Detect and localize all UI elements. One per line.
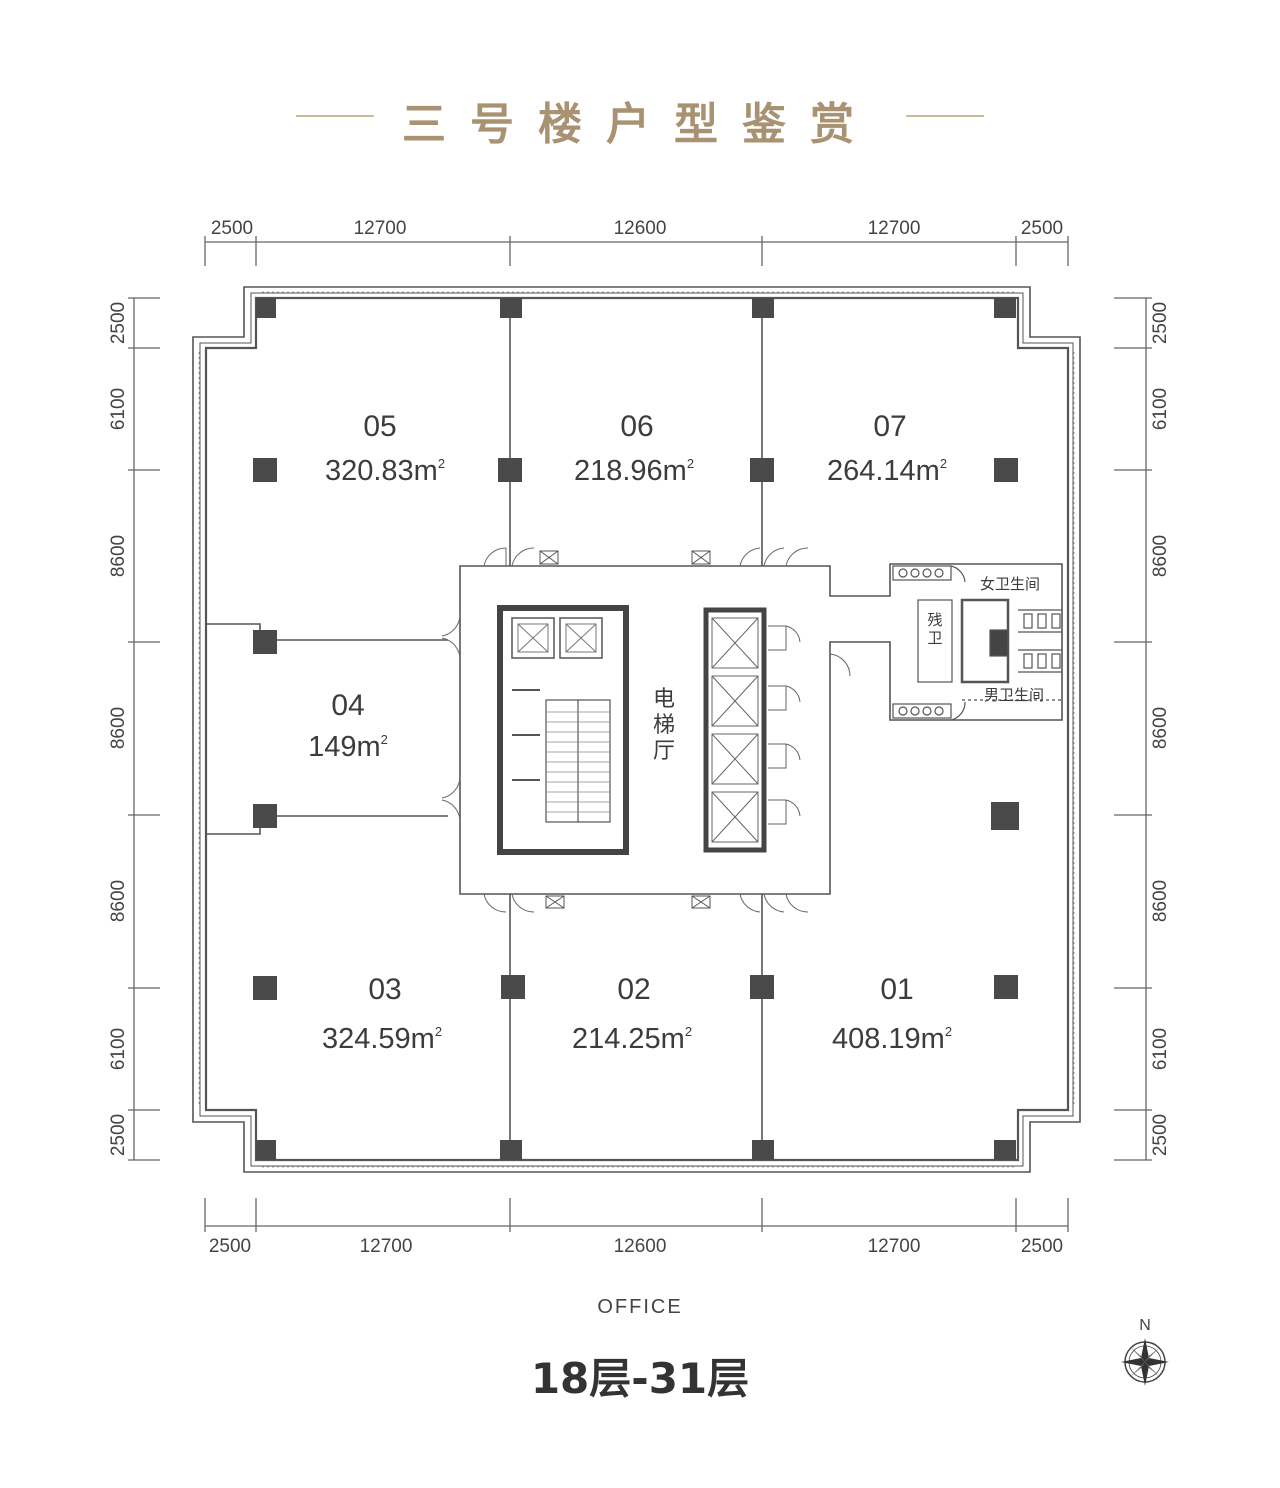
- floor-plan: 2500 12700 12600 12700 2500 2500 12700 1…: [108, 218, 1171, 1257]
- dim-top-3: 12600: [614, 218, 667, 239]
- dimension-top: [204, 236, 1069, 266]
- womens-restroom-label: 女卫生间: [980, 575, 1040, 593]
- unit-01-id: 01: [880, 973, 913, 1006]
- dim-right-3: 8600: [1150, 535, 1171, 577]
- dim-right-5: 8600: [1150, 880, 1171, 922]
- vent-boxes: [539, 550, 711, 909]
- dim-left-7: 2500: [108, 1114, 129, 1156]
- dim-top-5: 2500: [1021, 218, 1063, 239]
- unit-02-area: 214.25m2: [572, 1023, 692, 1055]
- dim-right-4: 8600: [1150, 707, 1171, 749]
- dim-bottom-4: 12700: [868, 1236, 921, 1257]
- dim-bottom-3: 12600: [614, 1236, 667, 1257]
- compass-rose-icon: N: [1121, 1317, 1169, 1386]
- accessible-restroom-label-2: 卫: [927, 629, 942, 647]
- dim-left-1: 2500: [108, 302, 129, 344]
- lobby-label-3: 厅: [653, 739, 675, 764]
- dim-left-6: 6100: [108, 1028, 129, 1070]
- dim-bottom-5: 2500: [1021, 1236, 1063, 1257]
- restroom-block: [892, 565, 1062, 721]
- elevator-bank: [703, 607, 801, 853]
- columns: [253, 298, 1019, 1160]
- dim-left-2: 6100: [108, 388, 129, 430]
- dim-right-2: 6100: [1150, 388, 1171, 430]
- unit-02-id: 02: [617, 973, 650, 1006]
- dim-top-4: 12700: [868, 218, 921, 239]
- dim-top-2: 12700: [354, 218, 407, 239]
- core-doors: [441, 547, 851, 913]
- dim-left-4: 8600: [108, 707, 129, 749]
- unit-05-id: 05: [363, 410, 396, 443]
- page-title: 三号楼户型鉴赏: [402, 99, 878, 150]
- stair-core: [497, 605, 629, 855]
- title-line-right: [906, 115, 984, 117]
- title-block: 三号楼户型鉴赏: [0, 88, 1280, 150]
- unit-03-id: 03: [368, 973, 401, 1006]
- unit-06-id: 06: [620, 410, 653, 443]
- unit-07-id: 07: [873, 410, 906, 443]
- floor-range: 18层-31层: [530, 1354, 750, 1403]
- unit-04-id: 04: [331, 689, 364, 722]
- title-line-left: [296, 115, 374, 117]
- dim-left-3: 8600: [108, 535, 129, 577]
- unit-04-area: 149m2: [308, 731, 388, 763]
- unit-03-area: 324.59m2: [322, 1023, 442, 1055]
- dimension-right: [1114, 297, 1152, 1161]
- unit-07-area: 264.14m2: [827, 455, 947, 487]
- office-label: OFFICE: [597, 1296, 683, 1318]
- core-walls: [459, 563, 1063, 895]
- unit-05-area: 320.83m2: [325, 455, 445, 487]
- dim-right-7: 2500: [1150, 1114, 1171, 1156]
- accessible-restroom-label-1: 残: [927, 611, 942, 629]
- dim-bottom-1: 2500: [209, 1236, 251, 1257]
- mens-restroom-label: 男卫生间: [984, 686, 1044, 704]
- curtain-wall-hatch: [198, 291, 1075, 1168]
- unit-06-area: 218.96m2: [574, 455, 694, 487]
- dim-right-1: 2500: [1150, 302, 1171, 344]
- dim-bottom-2: 12700: [360, 1236, 413, 1257]
- dimension-left: [128, 297, 160, 1161]
- dim-right-6: 6100: [1150, 1028, 1171, 1070]
- dim-left-5: 8600: [108, 880, 129, 922]
- outer-wall: [192, 286, 1081, 1173]
- lobby-label-1: 电: [653, 687, 675, 712]
- unit-01-area: 408.19m2: [832, 1023, 952, 1055]
- dimension-bottom: [204, 1198, 1069, 1232]
- compass-north-label: N: [1139, 1317, 1151, 1334]
- lobby-label-2: 梯: [653, 713, 675, 738]
- dim-top-1: 2500: [211, 218, 253, 239]
